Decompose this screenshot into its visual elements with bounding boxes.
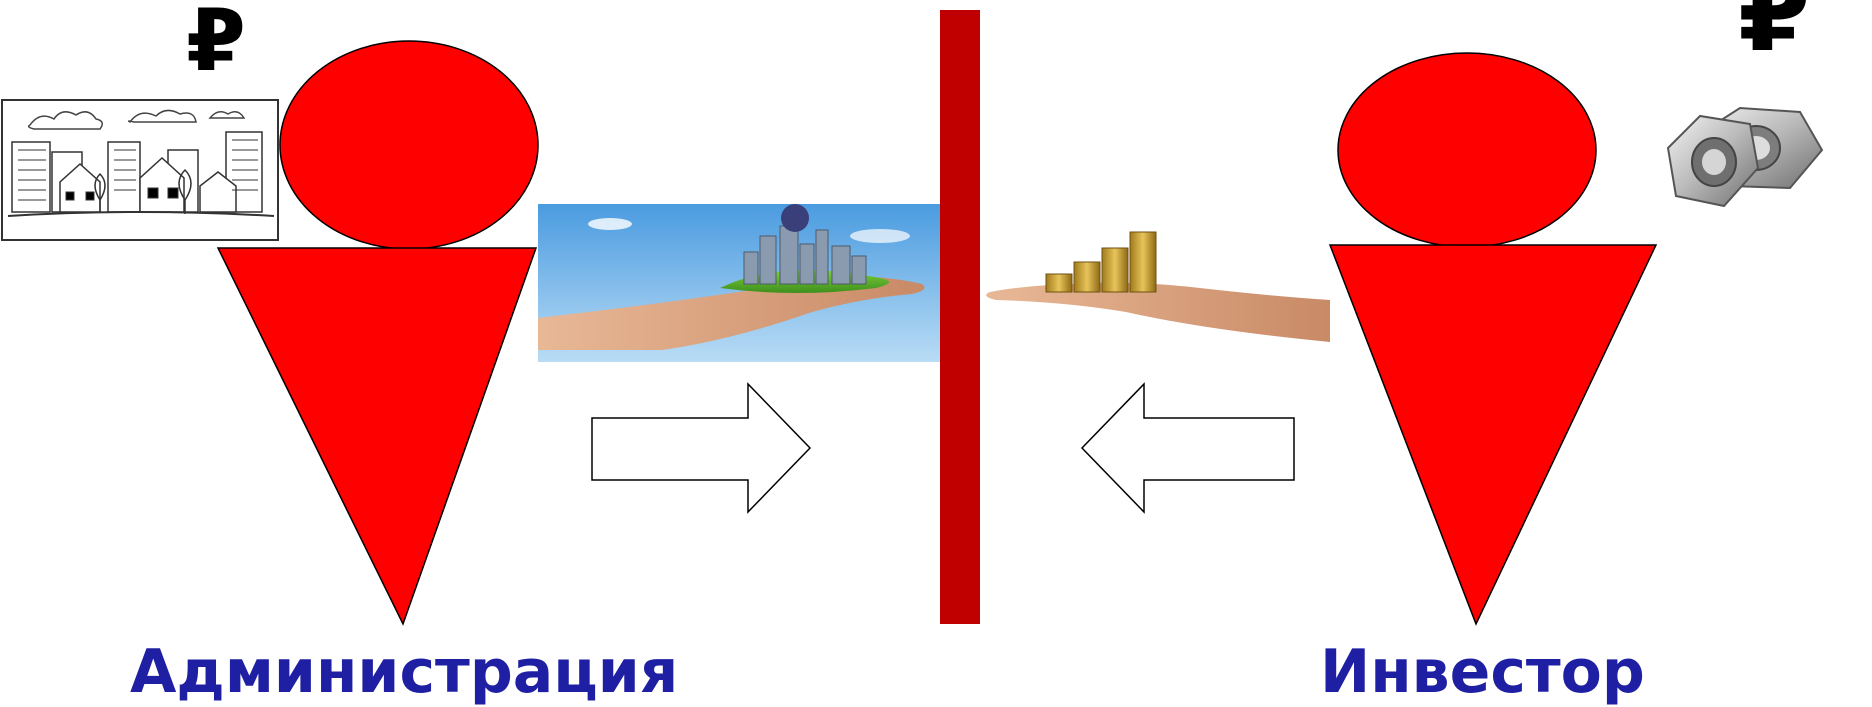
city-sketch-icon [2, 100, 278, 240]
hand-holding-city-icon [538, 204, 940, 362]
administration-label: Администрация [130, 642, 678, 702]
investor-label: Инвестор [1320, 642, 1645, 702]
arrow-right [592, 384, 810, 512]
arrow-left [1082, 384, 1294, 512]
ruble-sign-left: ₽ [186, 0, 246, 84]
hand-holding-coins-icon [986, 232, 1330, 342]
administration-body [218, 248, 536, 624]
investor-head [1338, 53, 1596, 247]
ruble-sign-right: ₽ [1738, 0, 1810, 66]
investor-figure [1330, 53, 1656, 624]
administration-head [280, 41, 538, 249]
barrier-bar [940, 10, 980, 624]
hex-nuts-icon [1668, 108, 1822, 206]
investor-body [1330, 245, 1656, 624]
